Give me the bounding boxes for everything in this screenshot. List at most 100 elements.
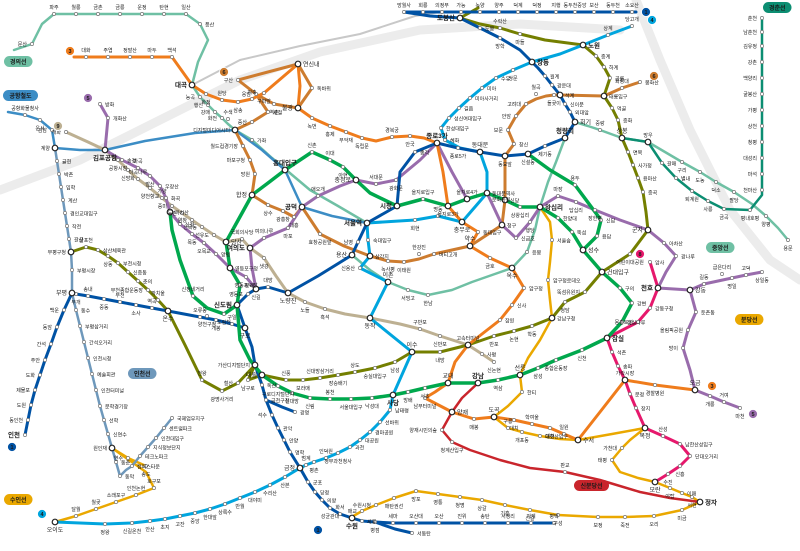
station-label: 응암: [242, 91, 252, 98]
line-name-pill-label: 분당선: [741, 316, 758, 324]
line-number-badge-label: 6: [222, 70, 225, 76]
station-label: 보정: [593, 522, 602, 529]
line-number-badge-label: 5: [751, 412, 754, 418]
station-label: 구의: [625, 286, 634, 293]
station-label: 매봉: [469, 424, 479, 431]
station-dot: [413, 150, 417, 154]
station-dot: [266, 110, 270, 114]
station-label: 화랑대: [615, 78, 629, 85]
station-label: 종로5가: [450, 153, 467, 160]
station-dot: [254, 92, 258, 96]
station-dot: [652, 514, 656, 518]
station-label: 오금: [689, 380, 701, 387]
transfer-station-dot: [571, 118, 579, 126]
station-label: 금천구청: [271, 398, 289, 405]
station-dot: [74, 308, 78, 312]
station-label: 한성대입구: [446, 126, 469, 133]
station-label: 제기동: [538, 151, 552, 158]
station-dot: [476, 230, 480, 234]
station-dot: [198, 22, 202, 26]
station-label: 군포: [313, 481, 323, 487]
station-dot: [512, 418, 516, 422]
station-label: 광나루: [681, 254, 695, 261]
station-dot: [49, 342, 53, 346]
station-label: 도원: [17, 402, 27, 409]
station-label: 강촌: [748, 59, 758, 66]
station-dot: [154, 436, 158, 440]
station-label: 둔촌동: [701, 310, 715, 317]
station-dot: [74, 12, 78, 16]
station-dot: [432, 252, 436, 256]
station-dot: [518, 32, 522, 36]
station-label: 을지로3가: [437, 211, 459, 218]
station-label: 보라매: [296, 385, 310, 392]
station-label: 오산대: [409, 513, 423, 520]
station-dot: [556, 194, 560, 198]
station-dot: [620, 86, 624, 90]
station-label: 이촌: [382, 271, 394, 279]
station-label: 센트럴파크: [169, 426, 192, 433]
station-dot: [611, 10, 615, 14]
station-dot: [674, 254, 678, 258]
station-dot: [205, 314, 209, 318]
station-label: 먹골: [617, 106, 627, 113]
station-label: 가락시장: [616, 370, 635, 377]
station-dot: [272, 102, 276, 106]
station-label: 압구정: [529, 286, 543, 293]
station-dot: [284, 378, 288, 382]
station-label: 청계산입구: [440, 447, 463, 454]
station-label: 당산: [231, 239, 243, 247]
station-label: 금정: [284, 465, 295, 472]
station-label: 퇴계원: [685, 196, 699, 203]
station-dot: [630, 301, 634, 305]
station-label: 신대방: [285, 398, 299, 405]
station-label: 갈산: [74, 237, 84, 244]
station-label: 남구로: [241, 385, 255, 392]
station-dot: [62, 308, 66, 312]
station-dot: [690, 189, 694, 193]
station-dot: [556, 216, 560, 220]
station-dot: [374, 182, 378, 186]
line-number-badge-label: 4: [650, 18, 654, 24]
station-dot: [760, 30, 764, 34]
station-dot: [360, 136, 364, 140]
station-dot: [283, 475, 287, 479]
station-dot: [760, 124, 764, 128]
line-name-pill-label: 인천선: [134, 370, 151, 378]
station-dot: [748, 208, 752, 212]
transfer-station-dot: [618, 134, 626, 142]
station-dot: [648, 260, 652, 264]
transfer-station-dot: [363, 219, 371, 227]
station-dot: [556, 513, 560, 517]
station-label: 동묘앞: [498, 161, 512, 168]
station-label: 갈매: [667, 161, 677, 168]
station-label: 공항시장: [109, 165, 128, 172]
station-label: 성수: [588, 247, 600, 255]
station-dot: [286, 226, 290, 230]
station-label: 도림천: [217, 319, 231, 326]
transfer-station-dot: [366, 252, 374, 260]
station-label: 덕계: [513, 2, 523, 9]
station-label: 주엽: [103, 47, 112, 54]
station-label: 금릉: [115, 5, 125, 11]
station-dot: [293, 410, 297, 414]
station-label: 간석오거리: [89, 340, 112, 347]
station-label: 발산: [145, 181, 155, 188]
station-label: 안산: [145, 526, 155, 533]
line-name-pill: [763, 2, 792, 13]
station-label: 가양: [157, 188, 167, 195]
station-label: 종각: [420, 150, 430, 157]
metro-line-incheon1: [53, 146, 174, 478]
transfer-station-dot: [458, 218, 466, 226]
station-dot: [443, 138, 447, 142]
station-label: 마곡: [133, 158, 143, 165]
station-dot: [563, 102, 567, 106]
station-dot: [236, 100, 240, 104]
station-label: 창동: [537, 58, 549, 67]
station-label: 대청: [545, 433, 554, 440]
station-dot: [616, 364, 620, 368]
station-label: 청평: [748, 139, 757, 146]
station-label: 공항화물청사: [11, 105, 39, 112]
station-dot: [116, 261, 120, 265]
